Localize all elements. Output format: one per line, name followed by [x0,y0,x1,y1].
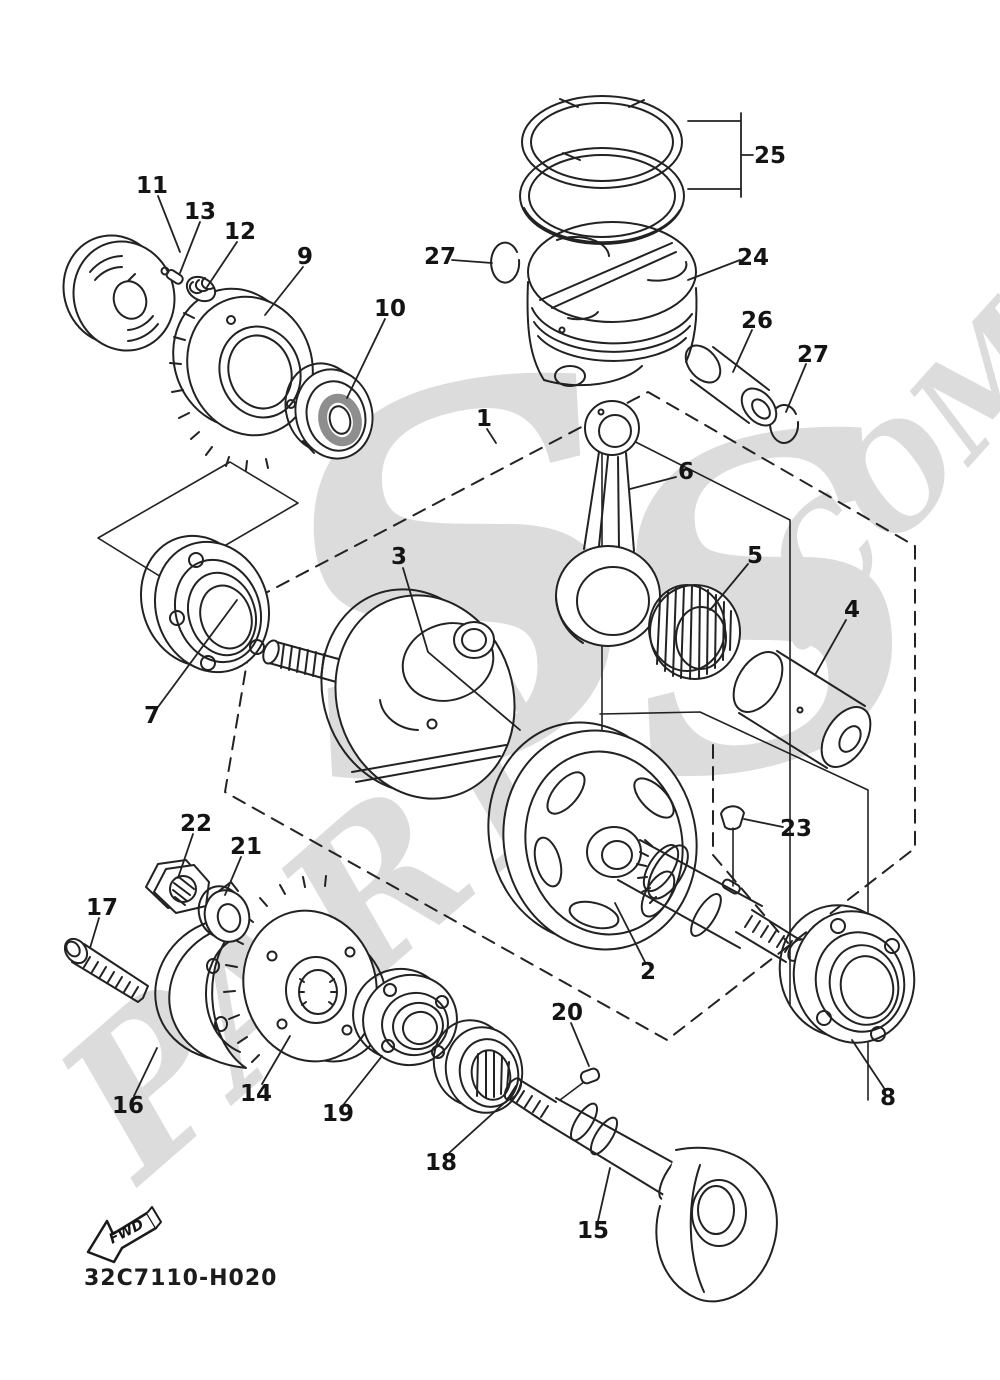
balancer-drive-gear [169,287,314,471]
callout-14: 14 [240,1081,272,1107]
piston-pin [684,344,778,427]
damper-pin [160,266,184,285]
callout-18: 18 [425,1150,457,1176]
connecting-rod [555,400,661,647]
crank-web-left [262,588,516,800]
damper-spring [185,275,217,303]
balancer-weight [154,917,247,1069]
crank-web-right [487,721,807,963]
damper-plate [62,234,176,352]
collar [284,362,374,460]
fwd-arrow [86,1206,162,1264]
leader-lines [89,112,885,1222]
callout-19: 19 [322,1101,354,1127]
callout-4: 4 [844,597,860,623]
piston-rings [519,95,685,245]
callout-15: 15 [577,1218,609,1244]
piston [526,221,698,387]
callout-21: 21 [230,834,262,860]
callout-2: 2 [640,959,656,985]
circlip-right [769,404,800,444]
callout-13: 13 [184,199,216,225]
lock-washer [197,881,251,943]
drawing-code: 32C7110-H020 [84,1266,277,1291]
crank-pin [732,650,872,769]
callout-25: 25 [754,143,786,169]
callout-6: 6 [678,459,694,485]
callout-22: 22 [180,811,212,837]
callout-5: 5 [747,543,763,569]
bearing-left [139,534,271,674]
callout-11: 11 [136,173,168,199]
weight-bolt [63,937,149,1003]
callout-20: 20 [551,1000,583,1026]
callout-3: 3 [391,544,407,570]
panel-center [601,424,791,1006]
circlip-left [490,241,521,284]
bigend-bearing [648,584,741,680]
callout-27-left: 27 [424,244,456,270]
callout-9: 9 [297,244,313,270]
callout-10: 10 [374,296,406,322]
callout-27-right: 27 [797,342,829,368]
callout-labels: 25 11 13 12 9 10 27 24 26 27 1 6 5 4 3 7… [86,143,896,1244]
callout-7: 7 [144,703,160,729]
balancer-shaft [503,1077,778,1303]
bearing-right [778,904,916,1044]
needle-bearing [432,1019,524,1114]
callout-1: 1 [476,406,492,432]
woodruff-key-23 [720,805,745,887]
callout-12: 12 [224,219,256,245]
callout-23: 23 [780,816,812,842]
balancer-nut [145,859,210,914]
balancer-key [559,1067,601,1101]
callout-26: 26 [741,308,773,334]
balancer-bearing [352,967,458,1067]
callout-16: 16 [112,1093,144,1119]
callout-8: 8 [880,1085,896,1111]
callout-17: 17 [86,895,118,921]
callout-24: 24 [737,245,769,271]
panel-left [97,461,299,581]
